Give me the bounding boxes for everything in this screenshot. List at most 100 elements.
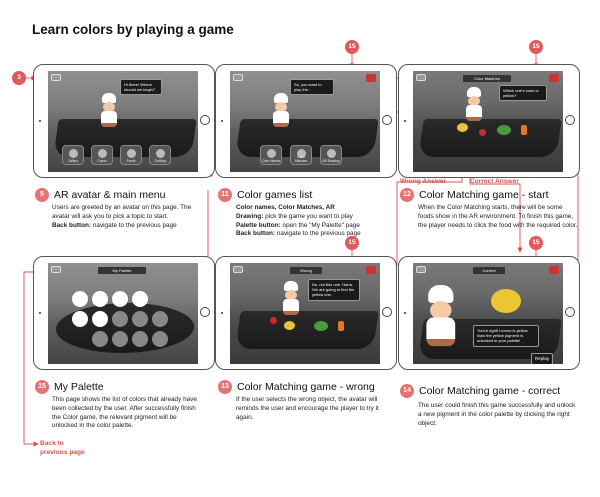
section-number-badge: 15 [35,380,49,394]
back-button[interactable] [416,266,426,273]
avatar-speech-bubble: Which one's color is yellow? [499,85,547,102]
avatar-speech-bubble: Hi there! Where should we begin? [120,79,162,96]
food-tomato[interactable] [270,317,277,324]
palette-button[interactable] [549,74,559,82]
palette-slot-locked [152,331,168,347]
back-button[interactable] [51,74,61,81]
menu-item-clothing[interactable]: Clothing [149,145,171,165]
avatar-speech-bubble: You're right! Lemon is yellow. Now the y… [473,325,539,347]
drawing-icon [327,149,336,158]
tablet-main-menu: Hi there! Where should we begin? Gallery… [33,64,215,178]
chef-avatar [463,87,485,121]
palette-slot-unlocked[interactable] [72,311,88,327]
ar-screen: Hi there! Where should we begin? Gallery… [48,71,198,172]
palette-slot-unlocked[interactable] [72,291,88,307]
desk-backdrop [52,303,198,353]
section-number-badge: 11 [218,188,232,202]
game-title-bar: Correct [473,267,505,274]
home-button [565,307,575,317]
palette-slot-unlocked[interactable] [132,291,148,307]
game-title-bar: Wrong [290,267,322,274]
palette-button[interactable] [366,266,376,274]
palette-icon [98,149,107,158]
badge-palette-link: 15 [345,236,359,250]
camera-dot [404,120,406,122]
home-button [565,115,575,125]
badge-palette-link: 15 [345,40,359,54]
chef-avatar [98,93,120,127]
flow-label-wrong: Wrong Answer [400,178,447,185]
menu-item-foods[interactable]: Foods [120,145,142,165]
menu-item-color-names[interactable]: Color Names [260,145,282,165]
section-number-badge: 12 [400,188,414,202]
palette-slot-unlocked[interactable] [92,311,108,327]
ar-screen: My Palette [48,263,198,364]
home-button [382,115,392,125]
camera-dot [39,120,41,122]
ar-screen: So, you want to play the... Color Names … [230,71,380,172]
replay-button[interactable]: Replay [531,353,554,364]
menu-item-color-matches[interactable]: Color Matches [290,145,312,165]
camera-dot [39,312,41,314]
food-lemon[interactable] [457,123,468,132]
gallery-icon [69,149,78,158]
tablet-my-palette: My Palette [33,256,215,370]
palette-slot-unlocked[interactable] [112,291,128,307]
ar-screen: Wrong No, not this one. Haha. We are goi… [230,263,380,364]
clothing-icon [156,149,165,158]
desk-backdrop [235,311,379,349]
color-matches-icon [297,149,306,158]
food-broccoli[interactable] [314,321,328,331]
menu-item-colors[interactable]: Colors [91,145,113,165]
flow-label-correct: Correct Answer [470,178,519,185]
back-button[interactable] [51,266,61,273]
avatar-speech-bubble: No, not this one. Haha. We are going to … [308,279,360,301]
food-carrot[interactable] [338,321,344,331]
palette-button[interactable] [549,266,559,274]
chef-avatar [421,285,461,347]
palette-slot-locked [152,311,168,327]
back-button[interactable] [233,74,243,81]
page-title-bar: My Palette [98,267,146,274]
color-names-icon [267,149,276,158]
ar-screen: Color Matches Which one's color is yello… [413,71,563,172]
food-lemon[interactable] [491,289,521,313]
home-button [200,115,210,125]
palette-slot-locked [112,311,128,327]
menu-item-ar-drawing[interactable]: AR Drawing [320,145,342,165]
back-button[interactable] [233,266,243,273]
tablet-games-list: So, you want to play the... Color Names … [215,64,397,178]
desk-backdrop [418,119,562,157]
tablet-matching-wrong: Wrong No, not this one. Haha. We are goi… [215,256,397,370]
camera-dot [404,312,406,314]
food-tomato[interactable] [479,129,486,136]
food-broccoli[interactable] [497,125,511,135]
section-description: If the user selects the wrong object, th… [236,396,379,421]
camera-dot [221,120,223,122]
section-description: Users are greeted by an avatar on this p… [52,204,192,229]
section-description: This page shows the list of colors that … [52,396,197,430]
page-title: Learn colors by playing a game [32,22,234,37]
food-lemon[interactable] [284,321,295,330]
palette-slot-locked [112,331,128,347]
tablet-matching-correct: Correct You're right! Lemon is yellow. N… [398,256,580,370]
palette-slot-locked [132,311,148,327]
palette-slot-locked [92,331,108,347]
badge-palette-link: 15 [529,236,543,250]
home-button [382,307,392,317]
palette-slot-locked [132,331,148,347]
menu-item-gallery[interactable]: Gallery [62,145,84,165]
camera-dot [221,312,223,314]
palette-button[interactable] [366,74,376,82]
palette-slot-unlocked[interactable] [92,291,108,307]
badge-palette-link: 15 [529,40,543,54]
back-button[interactable] [416,74,426,81]
ar-screen: Correct You're right! Lemon is yellow. N… [413,263,563,364]
tablet-matching-start: Color Matches Which one's color is yello… [398,64,580,178]
food-carrot[interactable] [521,125,527,135]
